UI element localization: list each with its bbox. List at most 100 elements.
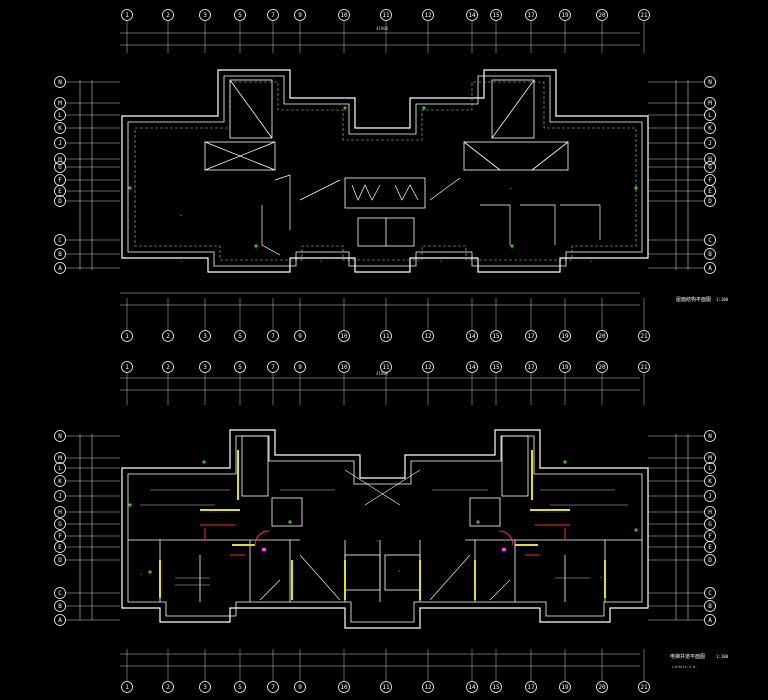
axis-bubble-G — [704, 518, 716, 530]
axis-bubble-11-label: 11 — [382, 333, 390, 340]
axis-bubble-10 — [338, 361, 350, 373]
axis-bubble-L-label: L — [58, 465, 62, 472]
axis-bubble-11 — [380, 361, 392, 373]
axis-bubble-21-label: 21 — [640, 333, 648, 340]
axis-bubble-1 — [121, 681, 133, 693]
axis-bubble-21-label: 21 — [640, 12, 648, 19]
axis-bubble-G-label: G — [58, 164, 62, 171]
axis-bubble-15 — [490, 681, 502, 693]
bottom-plan-yellow-walls — [159, 450, 606, 600]
axis-bubble-11-label: 11 — [382, 12, 390, 19]
axis-bubble-3-label: 3 — [203, 333, 207, 340]
axis-bubble-12 — [422, 681, 434, 693]
axis-bubble-21-label: 21 — [640, 364, 648, 371]
axis-bubble-G-label: G — [708, 521, 712, 528]
axis-bubble-L — [54, 462, 66, 474]
axis-bubble-5-label: 5 — [238, 684, 242, 691]
axis-bubble-D-label: D — [58, 198, 62, 205]
top-plan-inner-wall — [127, 75, 643, 267]
axis-bubble-9-label: 9 — [298, 12, 302, 19]
axis-bubble-9 — [294, 9, 306, 21]
svg-text:→: → — [510, 186, 512, 190]
axis-bubble-C-label: C — [58, 590, 62, 597]
axis-bubble-E-label: E — [708, 544, 712, 551]
axis-bubble-5 — [234, 9, 246, 21]
axis-bubble-7-label: 7 — [271, 684, 275, 691]
axis-bubble-E-label: E — [58, 188, 62, 195]
bottom-plan-magenta-markers — [262, 548, 506, 551]
top-plan-annotations: →→ →→ →→ — [180, 186, 592, 263]
axis-bubble-K-label: K — [58, 125, 62, 132]
axis-bubble-H-label: H — [708, 156, 712, 163]
bottom-plan-note: Lintels-4-a- — [672, 665, 697, 669]
axis-bubble-J — [54, 137, 66, 149]
axis-bubble-H-label: H — [58, 156, 62, 163]
axis-bubble-M — [704, 97, 716, 109]
axis-bubble-H-label: H — [708, 509, 712, 516]
axis-bubble-D — [54, 554, 66, 566]
axis-bubble-J — [704, 490, 716, 502]
axis-bubble-7 — [267, 361, 279, 373]
axis-bubble-E — [54, 185, 66, 197]
axis-bubble-7 — [267, 9, 279, 21]
axis-bubble-2 — [162, 9, 174, 21]
axis-bubble-M — [54, 452, 66, 464]
axis-bubble-L — [704, 109, 716, 121]
axis-bubble-21 — [638, 361, 650, 373]
axis-bubble-14 — [466, 681, 478, 693]
svg-text:↗: ↗ — [398, 569, 400, 573]
bottom-plan-diagonals — [259, 469, 511, 601]
axis-bubble-5-label: 5 — [238, 12, 242, 19]
axis-bubble-14-label: 14 — [468, 364, 476, 371]
axis-bubble-G — [704, 161, 716, 173]
axis-bubble-15-label: 15 — [492, 12, 500, 19]
axis-bubble-15 — [490, 9, 502, 21]
axis-bubble-19-label: 19 — [561, 333, 569, 340]
axis-bubble-3 — [199, 9, 211, 21]
axis-bubble-K — [704, 122, 716, 134]
axis-bubble-11 — [380, 330, 392, 342]
axis-bubble-17-label: 17 — [527, 684, 535, 691]
axis-bubble-L-label: L — [58, 112, 62, 119]
axis-bubble-19-label: 19 — [561, 364, 569, 371]
axis-bubble-19 — [559, 361, 571, 373]
axis-bubble-14 — [466, 9, 478, 21]
axis-bubble-B — [704, 248, 716, 260]
axis-bubble-15 — [490, 361, 502, 373]
axis-bubble-C-label: C — [58, 237, 62, 244]
axis-bubble-J-label: J — [58, 140, 62, 147]
axis-bubble-17 — [525, 9, 537, 21]
axis-bubble-12-label: 12 — [424, 364, 432, 371]
svg-text:→: → — [180, 259, 182, 263]
axis-bubble-20 — [596, 681, 608, 693]
axis-bubble-1 — [121, 330, 133, 342]
axis-bubble-21-label: 21 — [640, 684, 648, 691]
bottom-plan-scale: 1:100 — [716, 654, 729, 659]
axis-bubble-1-label: 1 — [125, 684, 129, 691]
svg-text:→: → — [140, 572, 142, 576]
axis-bubble-5-label: 5 — [238, 333, 242, 340]
top-plan-title: 屋面结构平面图 — [676, 296, 711, 303]
axis-bubble-M-label: M — [708, 100, 712, 107]
axis-bubble-M-label: M — [58, 455, 62, 462]
axis-bubble-10 — [338, 330, 350, 342]
axis-bubble-12-label: 12 — [424, 333, 432, 340]
axis-bubble-20 — [596, 361, 608, 373]
axis-bubble-5 — [234, 330, 246, 342]
top-plan-green-markers — [128, 106, 638, 248]
top-plan-dimension-lines — [79, 32, 689, 306]
axis-bubble-J-label: J — [58, 493, 62, 500]
axis-bubble-7-label: 7 — [271, 333, 275, 340]
axis-bubble-5-label: 5 — [238, 364, 242, 371]
axis-bubble-14-label: 14 — [468, 684, 476, 691]
top-plan-outer-wall — [121, 69, 649, 273]
axis-bubble-N-label: N — [58, 433, 62, 440]
axis-bubble-N-label: N — [708, 79, 712, 86]
axis-bubble-5 — [234, 361, 246, 373]
top-plan-slope-lines — [261, 174, 601, 256]
axis-bubble-2-label: 2 — [166, 684, 170, 691]
axis-bubble-20 — [596, 9, 608, 21]
